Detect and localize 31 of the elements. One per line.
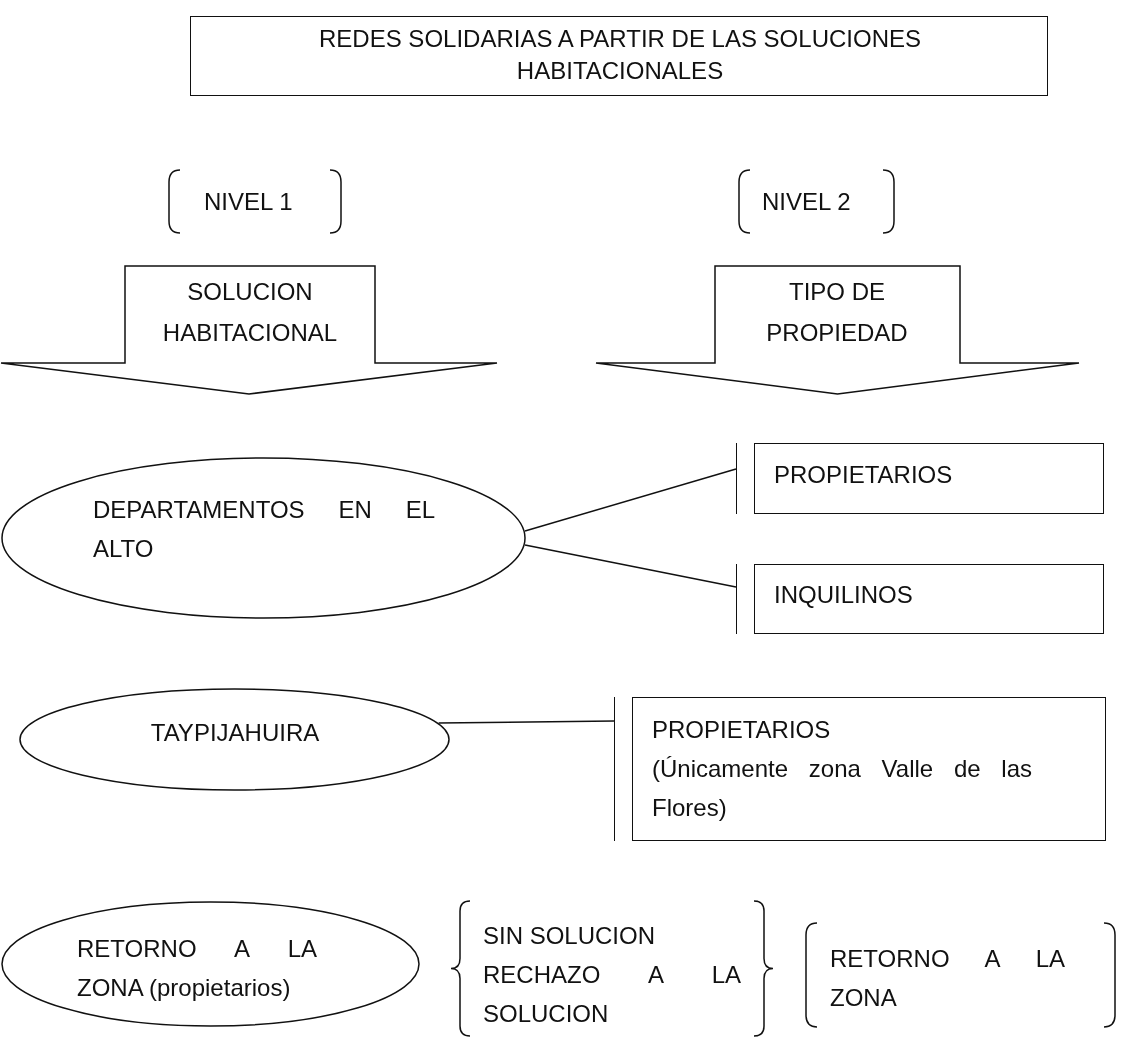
node-text: RETORNO A LA ZONA (propietarios) bbox=[77, 934, 317, 1003]
ellipse-shape bbox=[1, 901, 420, 1027]
node-text: DEPARTAMENTOS EN EL ALTO bbox=[93, 495, 435, 564]
connector-line bbox=[524, 468, 737, 532]
bracketed-label bbox=[738, 170, 895, 233]
bordered-box bbox=[614, 697, 1106, 841]
block-arrow-shape bbox=[595, 265, 1080, 395]
ellipse-shape bbox=[1, 457, 526, 619]
bordered-box bbox=[736, 443, 1104, 514]
bracketed-label bbox=[168, 170, 342, 233]
node-text: TAYPIJAHUIRA bbox=[149, 718, 321, 748]
node-text: SIN SOLUCION bbox=[483, 921, 657, 951]
node-text: NIVEL 1 bbox=[204, 187, 294, 217]
ellipse-shape bbox=[19, 688, 450, 791]
title-box bbox=[190, 16, 1048, 96]
bracketed-label bbox=[805, 923, 1116, 1027]
node-text: TIPO DE PROPIEDAD bbox=[765, 277, 909, 348]
node-text: RETORNO A LA ZONA bbox=[830, 944, 1065, 1013]
node-text: REDES SOLIDARIAS A PARTIR DE LAS SOLUCIONES HABITACIONALES bbox=[318, 24, 922, 86]
connector-line bbox=[524, 544, 737, 588]
brace-group bbox=[450, 901, 774, 1036]
node-text: INQUILINOS bbox=[774, 580, 914, 610]
node-text: (Únicamente zona Valle de las Flores) bbox=[652, 754, 1032, 823]
node-text: SOLUCION HABITACIONAL bbox=[161, 277, 339, 348]
connector-line bbox=[437, 720, 615, 724]
node-text: RECHAZO A LA SOLUCION bbox=[483, 960, 741, 1029]
node-text: PROPIETARIOS bbox=[774, 460, 954, 490]
node-text: PROPIETARIOS bbox=[652, 715, 832, 745]
bordered-box bbox=[736, 564, 1104, 634]
block-arrow-shape bbox=[0, 265, 498, 395]
node-text: NIVEL 2 bbox=[762, 187, 852, 217]
